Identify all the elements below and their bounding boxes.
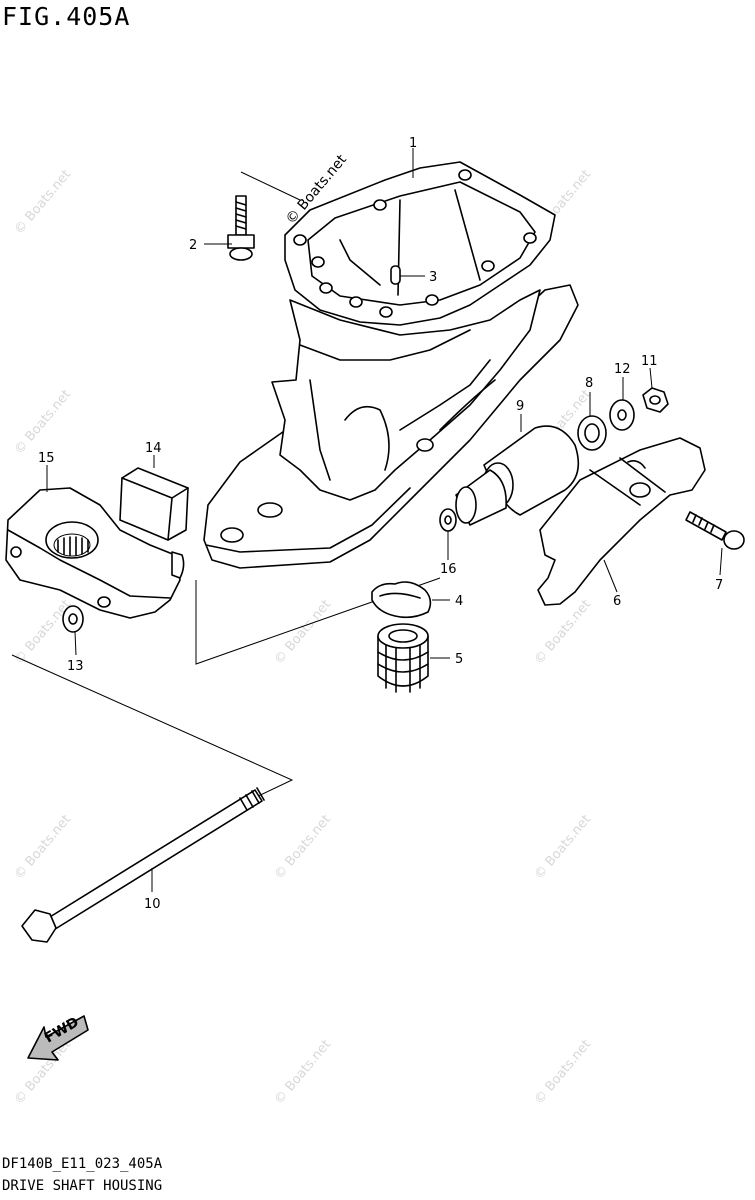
washer-13 [62, 605, 84, 633]
through-bolt [21, 787, 265, 943]
callout-5: 5 [455, 652, 463, 667]
nut [642, 387, 669, 413]
watermark: © Boats.net [12, 812, 74, 882]
watermark: © Boats.net [532, 1037, 594, 1107]
drawing-code: DF140B_E11_023_405A [2, 1156, 163, 1172]
dowel-pin [390, 265, 401, 285]
mount-cover [537, 437, 706, 606]
callout-13: 13 [67, 659, 84, 674]
watermark: © Boats.net [12, 167, 74, 237]
drawing-name: DRIVE SHAFT HOUSING [2, 1178, 163, 1194]
callout-3: 3 [429, 270, 437, 285]
callout-9: 9 [516, 399, 524, 414]
bushing [377, 623, 429, 693]
watermark: © Boats.net [272, 1037, 334, 1107]
figure-title: FIG.405A [2, 2, 131, 31]
assembly-lines [11, 171, 441, 801]
gasket [371, 581, 432, 619]
watermark: © Boats.net [532, 812, 594, 882]
callout-15: 15 [38, 451, 55, 466]
watermark: © Boats.net [272, 812, 334, 882]
drive-shaft-housing [203, 161, 579, 569]
callout-6: 6 [613, 594, 621, 609]
leader-lines [46, 148, 723, 892]
callout-4: 4 [455, 594, 463, 609]
callout-11: 11 [641, 354, 658, 369]
mount-bracket [5, 487, 185, 619]
watermark: © Boats.net [12, 597, 74, 667]
callout-2: 2 [189, 238, 197, 253]
callout-16: 16 [440, 562, 457, 577]
callout-1: 1 [409, 136, 417, 151]
callout-numbers: 1 2 3 4 5 6 7 8 9 10 11 12 13 14 15 16 [38, 136, 723, 912]
washer-12 [609, 399, 635, 431]
washer-8 [577, 415, 607, 451]
watermark: © Boats.net [272, 597, 334, 667]
rubber-pad [119, 467, 189, 541]
washer-16 [439, 508, 457, 532]
bolt-7 [685, 511, 745, 550]
watermark: © Boats.net [12, 387, 74, 457]
callout-10: 10 [144, 897, 161, 912]
callout-8: 8 [585, 376, 593, 391]
callout-7: 7 [715, 578, 723, 593]
callout-12: 12 [614, 362, 631, 377]
callout-14: 14 [145, 441, 162, 456]
watermark: © Boats.net [532, 597, 594, 667]
bolt-2 [227, 195, 255, 261]
upper-mount [455, 425, 580, 526]
